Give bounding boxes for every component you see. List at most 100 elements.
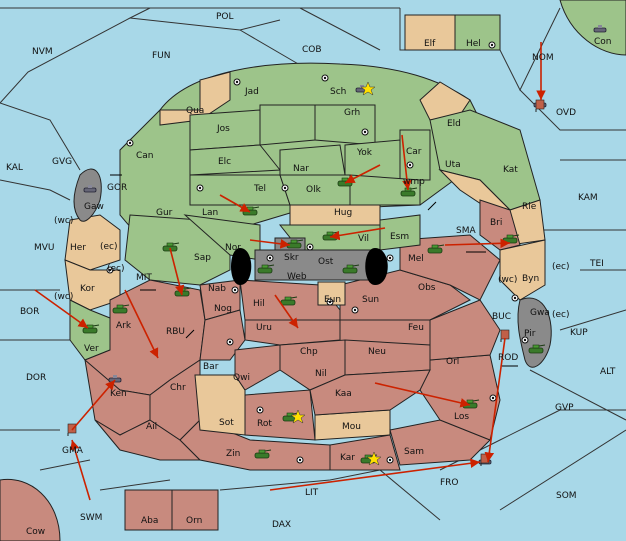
label-grh: Grh xyxy=(344,108,360,118)
label-elc: Elc xyxy=(218,157,231,167)
label-nar: Nar xyxy=(293,164,309,174)
label-mel: Mel xyxy=(408,254,424,264)
label-cow: Cow xyxy=(26,527,45,537)
label-mit: MIT xyxy=(136,273,152,283)
label-car: Car xyxy=(406,147,422,157)
label-coast-wc-her: (wc) xyxy=(54,216,73,226)
label-hel: Hel xyxy=(466,39,481,49)
label-nil: Nil xyxy=(315,369,327,379)
label-som: SOM xyxy=(556,491,577,501)
label-kar: Kar xyxy=(340,453,355,463)
label-wmp: wmp xyxy=(403,177,425,187)
label-orl: Orl xyxy=(446,357,459,367)
label-orn: Orn xyxy=(186,516,202,526)
label-coast-ec-her: (ec) xyxy=(100,242,118,252)
label-nom: NOM xyxy=(532,53,554,63)
label-nvm: NVM xyxy=(32,47,53,57)
label-ost: Ost xyxy=(318,257,334,267)
coast-labels: (wc) (ec) (ec) (wc) (wc) (ec) (ec) xyxy=(54,216,570,320)
label-ail: Ail xyxy=(146,422,157,432)
sea-boundaries xyxy=(0,7,626,521)
label-kup: KUP xyxy=(570,328,588,338)
label-neu: Neu xyxy=(368,347,386,357)
label-skr: Skr xyxy=(284,253,299,263)
label-pol: POL xyxy=(216,12,234,22)
label-olk: Olk xyxy=(306,185,322,195)
label-dor: DOR xyxy=(26,373,46,383)
label-sot: Sot xyxy=(219,418,234,428)
label-gur: Gur xyxy=(156,208,173,218)
label-can: Can xyxy=(136,151,154,161)
label-uta: Uta xyxy=(445,160,461,170)
label-coast-ec-byn: (ec) xyxy=(552,262,570,272)
label-tel: Tel xyxy=(253,184,266,194)
units xyxy=(67,24,607,467)
label-sch: Sch xyxy=(330,87,346,97)
label-feu: Feu xyxy=(408,323,424,333)
label-jad: Jad xyxy=(244,87,259,97)
label-eld: Eld xyxy=(447,119,461,129)
supply-centers xyxy=(106,41,529,464)
label-nab: Nab xyxy=(208,284,226,294)
double-arrows xyxy=(110,174,518,367)
label-vil: Vil xyxy=(358,234,369,244)
label-web: Web xyxy=(287,272,307,282)
label-gaw: Gaw xyxy=(84,202,104,212)
label-zin: Zin xyxy=(226,449,240,459)
label-lan: Lan xyxy=(202,208,218,218)
label-kal: KAL xyxy=(6,163,23,173)
label-pir: Pir xyxy=(524,329,536,339)
label-yok: Yok xyxy=(356,148,373,158)
label-bri: Bri xyxy=(490,218,502,228)
label-sma: SMA xyxy=(456,226,476,236)
label-chp: Chp xyxy=(300,347,318,357)
land-labels: Jad Sch Qua Jos Grh Eld Can Elc Nar Yok … xyxy=(26,37,612,537)
label-bor: BOR xyxy=(20,307,39,317)
label-coast-ec-gwa: (ec) xyxy=(552,310,570,320)
label-ark: Ark xyxy=(116,321,132,331)
label-nog: Nog xyxy=(214,304,232,314)
label-rot: Rot xyxy=(257,419,272,429)
label-dax: DAX xyxy=(272,520,291,530)
order-arrows xyxy=(34,42,546,501)
label-kam: KAM xyxy=(578,193,598,203)
label-gvp: GVP xyxy=(555,403,574,413)
label-hug: Hug xyxy=(334,208,352,218)
label-obs: Obs xyxy=(418,283,436,293)
label-alt: ALT xyxy=(600,367,616,377)
label-her: Her xyxy=(70,243,86,253)
label-mvu: MVU xyxy=(34,243,55,253)
label-coast-wc-kor: (wc) xyxy=(54,292,73,302)
label-kaa: Kaa xyxy=(335,389,352,399)
label-rie: Rie xyxy=(522,202,537,212)
label-eun: Eun xyxy=(324,295,341,305)
label-uru: Uru xyxy=(256,323,272,333)
label-sap: Sap xyxy=(194,253,211,263)
label-tei: TEI xyxy=(589,259,604,269)
label-chr: Chr xyxy=(170,383,186,393)
label-ken: Ken xyxy=(110,389,127,399)
label-los: Los xyxy=(454,412,469,422)
label-gma: GMA xyxy=(62,446,84,456)
label-buc: BUC xyxy=(492,312,511,322)
label-cob: COB xyxy=(302,45,322,55)
label-kor: Kor xyxy=(80,284,95,294)
label-fro: FRO xyxy=(440,478,459,488)
label-mou: Mou xyxy=(342,422,361,432)
label-bar: Bar xyxy=(203,362,219,372)
label-jos: Jos xyxy=(216,124,230,134)
label-sun: Sun xyxy=(362,295,379,305)
label-qua: Qua xyxy=(186,106,204,116)
label-aba: Aba xyxy=(141,516,158,526)
label-coast-wc-byn: (wc) xyxy=(498,275,517,285)
label-kat: Kat xyxy=(503,165,518,175)
label-esm: Esm xyxy=(390,232,409,242)
label-fun: FUN xyxy=(152,51,171,61)
label-elf: Elf xyxy=(424,39,436,49)
label-con: Con xyxy=(594,37,612,47)
label-gor: GOR xyxy=(107,183,127,193)
label-rbu: RBU xyxy=(166,327,185,337)
label-gwa: Gwa xyxy=(530,308,550,318)
